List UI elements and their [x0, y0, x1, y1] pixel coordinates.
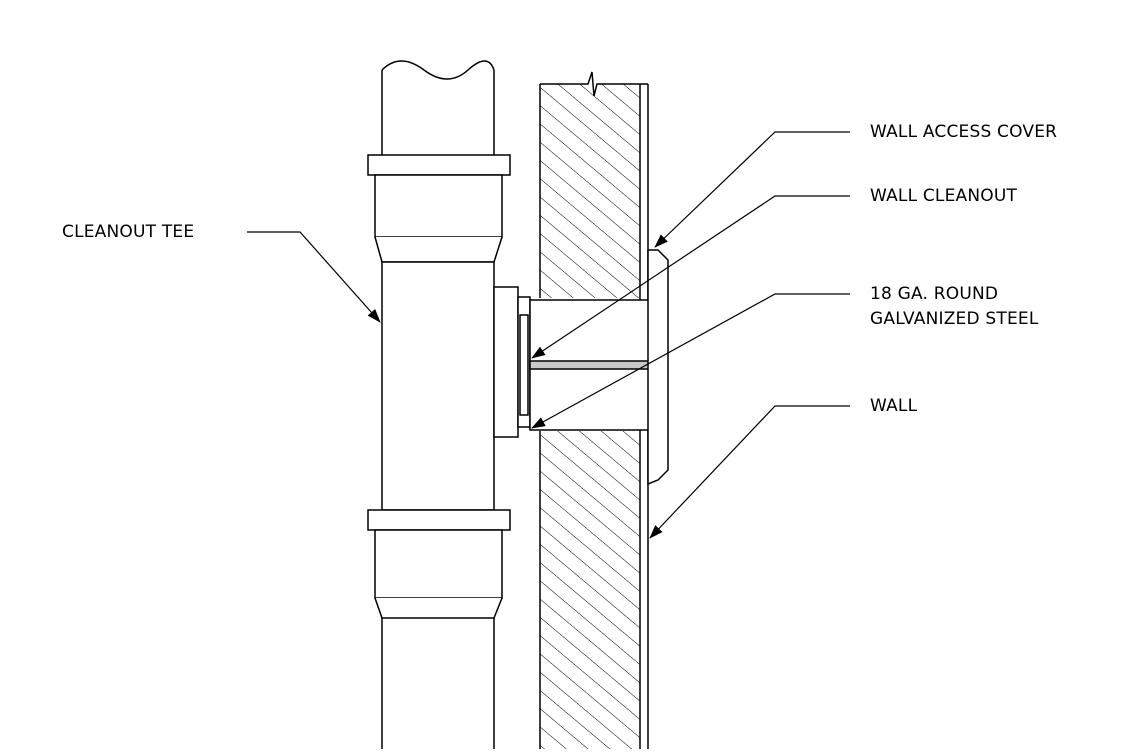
lower-hub-taper: [374, 597, 503, 619]
leader-wall: [649, 405, 850, 539]
cleanout-gasket: [529, 360, 651, 370]
label-steel-line1: 18 GA. ROUND: [870, 284, 999, 304]
label-steel-line2: GALVANIZED STEEL: [870, 309, 1039, 329]
tee-branch-outlet: [493, 286, 519, 438]
wall-cleanout-assembly: [493, 249, 669, 486]
vertical-pipe: [367, 60, 511, 749]
label-wall: WALL: [870, 396, 918, 416]
upper-coupling-band: [367, 154, 511, 176]
leader-galvanized-steel: [531, 293, 850, 429]
lower-coupling-band: [367, 509, 511, 531]
wall-access-cover: [647, 249, 669, 486]
label-wall-access-cover: WALL ACCESS COVER: [870, 122, 1058, 142]
leader-cleanout-tee: [247, 231, 381, 323]
label-wall-cleanout: WALL CLEANOUT: [870, 186, 1018, 206]
leader-wall-cleanout: [531, 195, 850, 359]
leader-wall-access-cover: [654, 131, 850, 248]
upper-hub: [374, 174, 503, 238]
pipe-break-curve: [381, 60, 495, 80]
plug-inner-ring: [519, 314, 529, 416]
cleanout-tee-body: [381, 261, 495, 511]
label-cleanout-tee: CLEANOUT TEE: [62, 222, 195, 242]
upper-hub-taper: [374, 236, 503, 263]
wall-break-line: [540, 71, 648, 97]
leader-lines: [247, 131, 850, 539]
lower-hub: [374, 529, 503, 599]
